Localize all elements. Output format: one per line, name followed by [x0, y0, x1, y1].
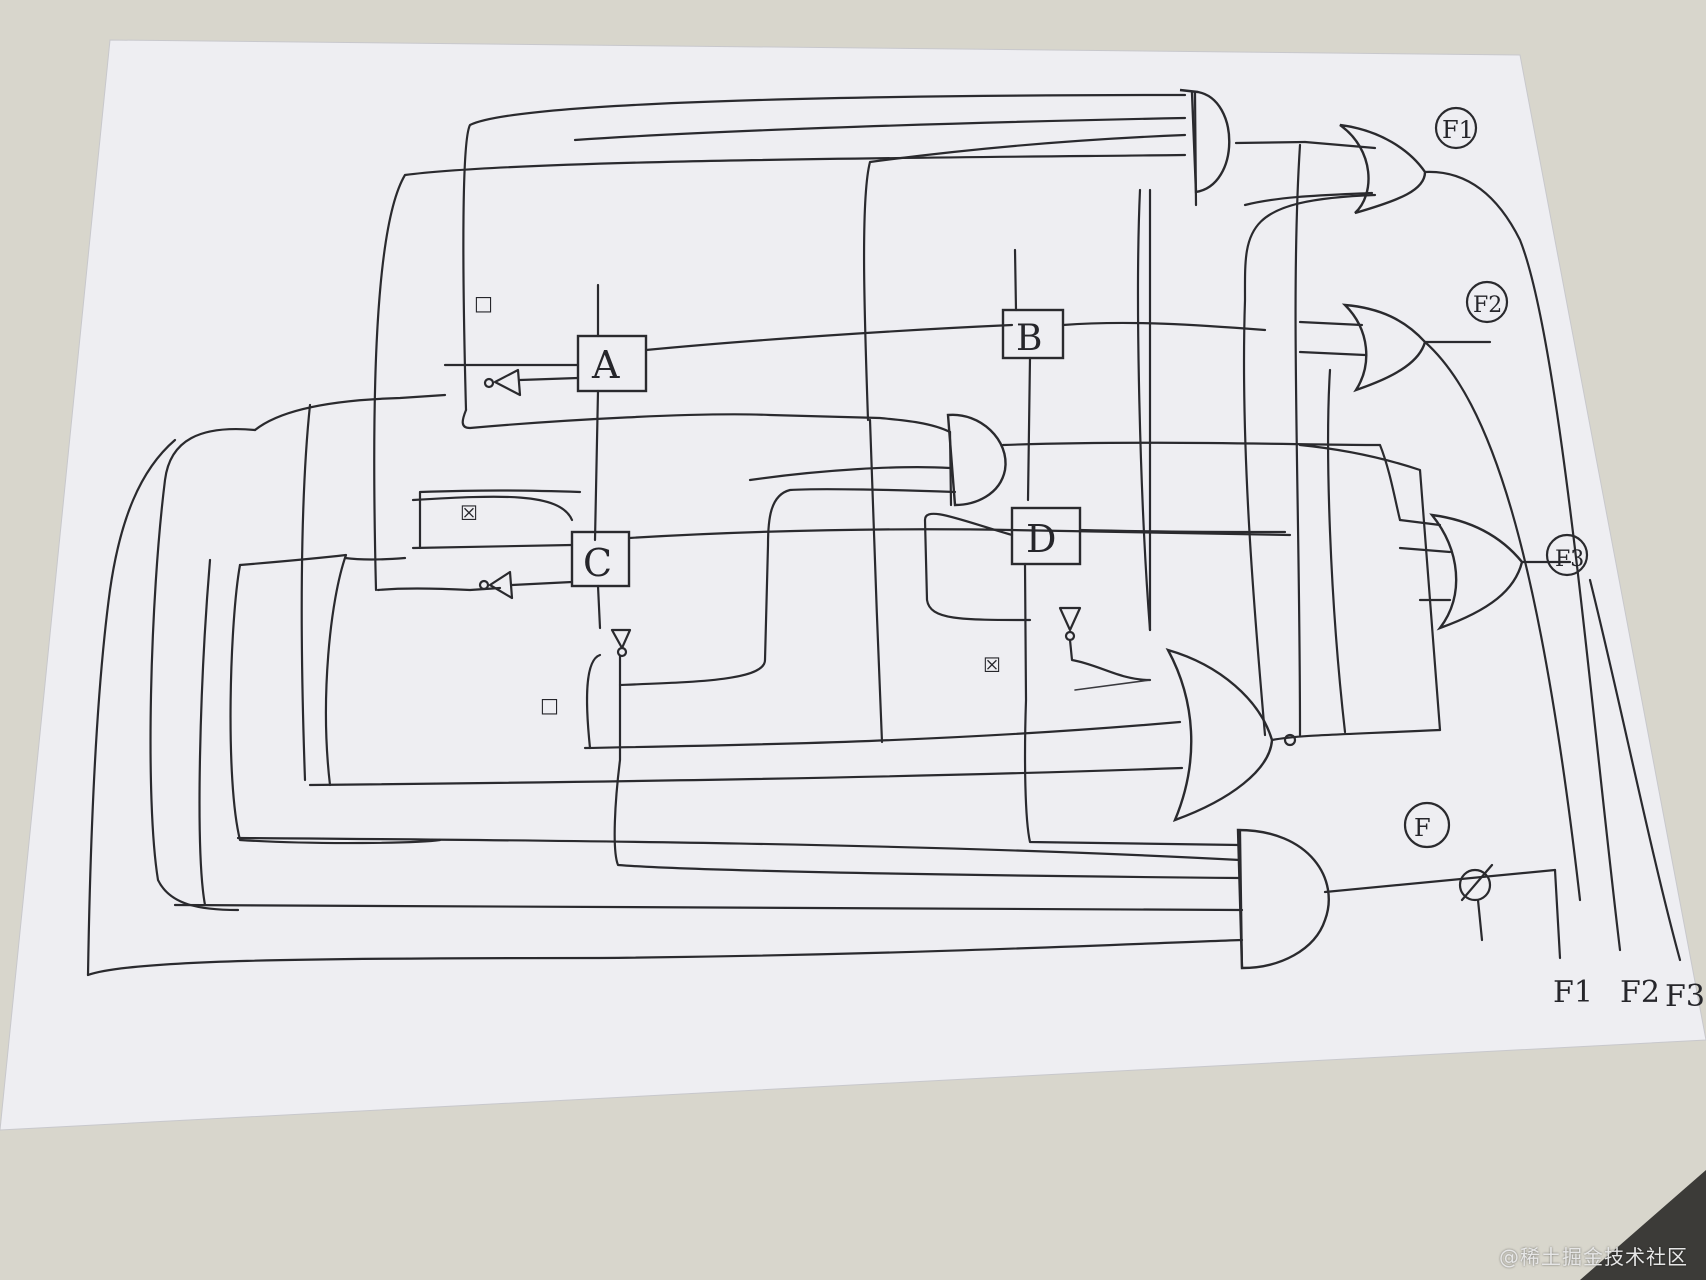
block-d: D [923, 506, 1287, 847]
note-mark-1: □ [474, 291, 493, 315]
or-gate-f2 [1298, 303, 1582, 902]
output-labels: F1 F2 F3 [1553, 975, 1705, 1014]
output-f3-label: F3 [1665, 979, 1705, 1014]
output-f1-label: F1 [1553, 975, 1593, 1010]
paper-sheet [0, 40, 1706, 1130]
inverter-below-c [610, 628, 1242, 880]
note-mark-4: ☒ [983, 653, 1001, 677]
block-a-label: A [591, 343, 620, 387]
or-gate-f1 [1243, 123, 1622, 952]
circled-f-text: F [1414, 814, 1431, 842]
circled-f2-text: F2 [1473, 293, 1502, 318]
circled-label-f-bottom: F [1403, 801, 1494, 942]
circled-label-f3: F3 [1545, 533, 1589, 577]
block-c: C [376, 495, 1292, 630]
block-c-label: C [583, 541, 612, 585]
and-gate-bottom [86, 553, 1562, 977]
top-wires [373, 93, 1187, 592]
circled-label-f1: F1 [1434, 106, 1478, 150]
and-gate-middle [618, 413, 1402, 687]
or-gate-lower-middle [308, 648, 1442, 823]
watermark: @稀土掘金技术社区 [1499, 1245, 1688, 1269]
desk-edge [1580, 1170, 1706, 1280]
block-d-label: D [1026, 517, 1056, 561]
note-mark-3: □ [540, 693, 559, 717]
circled-f1-text: F1 [1442, 116, 1474, 144]
block-a: A [443, 283, 1014, 542]
circled-label-f2: F2 [1465, 280, 1509, 324]
inverter-c [478, 570, 574, 600]
left-loop-wires [86, 393, 582, 977]
middle-wires [585, 188, 1152, 750]
block-b-label: B [1016, 318, 1042, 359]
inverter-below-d [1058, 606, 1152, 691]
inverter-a [483, 368, 580, 397]
block-b: B [1001, 248, 1267, 502]
output-f2-label: F2 [1620, 975, 1660, 1010]
note-mark-2: ☒ [460, 501, 478, 525]
right-bus-lines [1136, 143, 1442, 737]
and-gate-top [1179, 88, 1307, 207]
or-gate-f3 [1398, 513, 1682, 962]
circled-f3-text: F3 [1555, 547, 1584, 572]
